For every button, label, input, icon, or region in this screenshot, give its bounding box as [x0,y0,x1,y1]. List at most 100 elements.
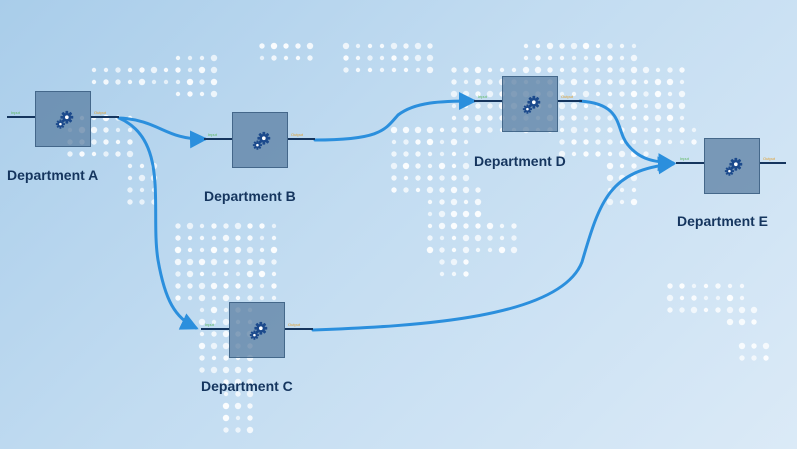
map-dot [390,42,398,50]
map-dot [535,55,541,61]
map-dot [559,127,565,133]
map-dot [210,78,218,86]
map-dot [606,162,614,170]
map-dot [654,102,662,110]
map-dot [247,403,253,409]
map-dot [630,90,638,98]
map-dot [91,67,97,73]
map-dot [403,55,409,61]
process-box[interactable] [704,138,760,194]
connection-b-to-d [313,92,477,142]
map-dot [222,234,230,242]
output-connector [91,116,119,118]
process-box[interactable] [35,91,91,147]
map-dot [127,67,133,73]
map-dot [643,103,649,109]
map-dot [67,151,73,157]
map-dot [414,54,422,62]
map-dot [211,223,217,229]
map-dot [403,175,409,181]
map-dot [355,55,361,61]
map-dot [403,187,409,193]
map-dot [234,366,242,374]
map-dot [379,67,385,73]
map-dot [607,79,613,85]
map-dot [739,295,745,301]
map-dot [679,115,685,121]
map-dot [426,186,434,194]
map-dot [678,102,686,110]
map-dot [415,139,421,145]
map-dot [259,283,265,289]
map-dot [367,43,373,49]
map-dot [559,79,565,85]
process-box[interactable] [232,112,288,168]
process-box[interactable] [502,76,558,132]
map-dot [175,271,181,277]
map-dot [463,199,469,205]
map-dot [283,55,289,61]
map-dot [115,151,121,157]
map-dot [270,246,278,254]
map-dot [247,415,253,421]
map-dot [414,42,422,50]
map-dot [738,306,746,314]
department-label: Department D [474,153,566,169]
map-dot [583,115,589,121]
gear-icon [55,110,74,129]
map-dot [535,43,541,49]
map-dot [726,318,734,326]
map-dot [631,115,637,121]
map-dot [139,67,145,73]
map-dot [607,115,613,121]
map-dot [559,115,565,121]
map-dot [246,270,254,278]
map-dot [463,259,469,265]
map-dot [630,54,638,62]
map-dot [403,67,409,73]
map-dot [187,91,193,97]
map-dot [643,79,649,85]
map-dot [571,151,577,157]
map-dot [679,295,685,301]
map-dot [426,66,434,74]
map-dot [174,258,182,266]
department-label: Department E [677,213,769,229]
map-dot [427,163,433,169]
map-dot [90,126,98,134]
map-dot [427,235,433,241]
map-dot [91,139,97,145]
map-dot [127,175,133,181]
output-connector [288,138,315,140]
process-box[interactable] [229,302,285,358]
map-dot [571,115,577,121]
map-dot [738,318,746,326]
map-dot [499,235,505,241]
map-dot [211,331,217,337]
map-dot [367,67,373,73]
map-dot [223,271,229,277]
map-dot [259,235,265,241]
map-dot [559,139,565,145]
map-dot [439,151,445,157]
map-dot [271,283,277,289]
map-dot [175,67,181,73]
connection-d-to-e [578,99,676,172]
map-dot [127,79,133,85]
map-dot [619,115,625,121]
map-dot [163,67,169,73]
map-dot [247,235,253,241]
map-dot [283,43,289,49]
map-dot [474,210,482,218]
map-dot [559,43,565,49]
map-dot [199,307,205,313]
map-dot [606,174,614,182]
map-dot [271,55,277,61]
map-dot [258,258,266,266]
map-dot [390,126,398,134]
map-dot [474,114,482,122]
map-dot [391,55,397,61]
map-dot [247,295,253,301]
map-dot [246,378,254,386]
gear-icon [249,321,268,340]
